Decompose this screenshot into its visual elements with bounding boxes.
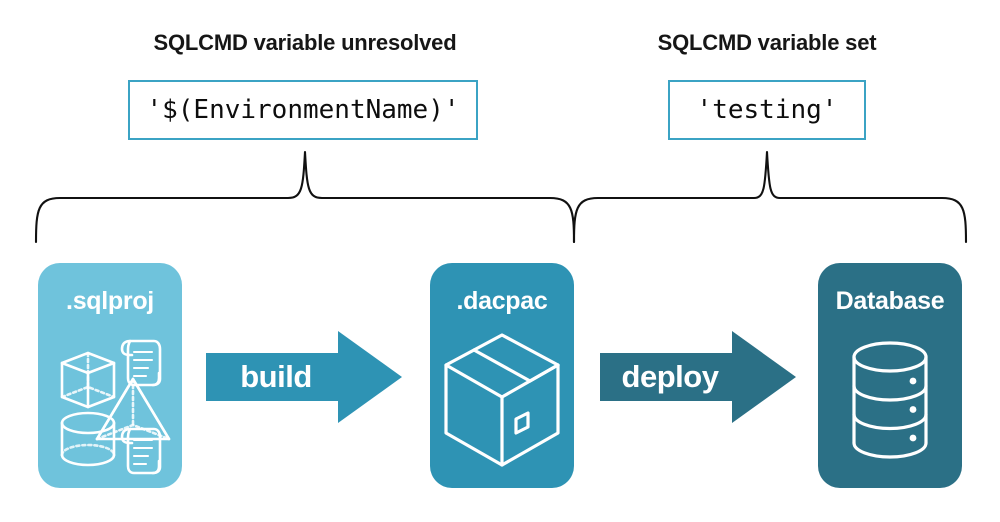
scroll-icon bbox=[120, 339, 162, 387]
artifact-box-dacpac: .dacpac bbox=[430, 263, 574, 488]
brace-set bbox=[572, 150, 968, 244]
artifact-box-database: Database bbox=[818, 263, 962, 488]
section-heading-unresolved: SQLCMD variable unresolved bbox=[153, 30, 457, 55]
pyramid-icon bbox=[95, 377, 171, 441]
arrow-deploy: deploy bbox=[600, 331, 796, 423]
code-value-set: 'testing' bbox=[668, 80, 866, 140]
database-icon-group bbox=[818, 321, 962, 481]
cube-icon bbox=[60, 351, 116, 409]
artifact-label-sqlproj: .sqlproj bbox=[66, 287, 154, 315]
sqlproj-icon-group bbox=[38, 321, 182, 481]
section-heading-set: SQLCMD variable set bbox=[657, 30, 877, 55]
code-value-unresolved: '$(EnvironmentName)' bbox=[128, 80, 478, 140]
dacpac-icon-group bbox=[430, 321, 574, 481]
build-arrow-shape bbox=[206, 331, 402, 423]
artifact-box-sqlproj: .sqlproj bbox=[38, 263, 182, 488]
arrow-build: build bbox=[206, 331, 402, 423]
scroll-icon bbox=[120, 427, 162, 475]
cylinder-icon bbox=[60, 411, 116, 467]
artifact-label-dacpac: .dacpac bbox=[456, 287, 548, 315]
database-cylinder-icon bbox=[852, 341, 928, 459]
artifact-label-database: Database bbox=[835, 287, 945, 315]
package-box-icon bbox=[444, 333, 560, 467]
deploy-arrow-shape bbox=[600, 331, 796, 423]
brace-unresolved bbox=[34, 150, 576, 244]
